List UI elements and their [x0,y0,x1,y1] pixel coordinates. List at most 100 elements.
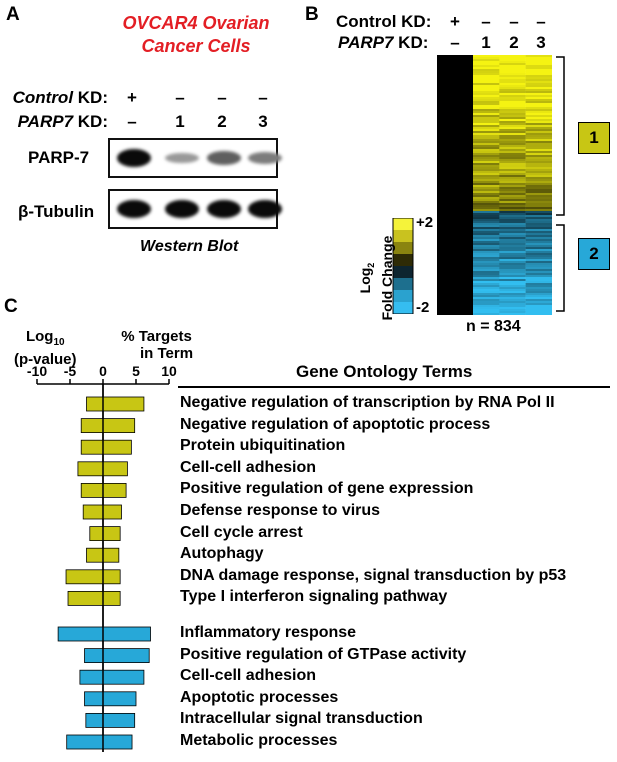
heatmap-cell [525,305,552,308]
heatmap-cell [525,213,552,216]
heatmap-cell [525,93,552,96]
heatmap-row [473,205,552,208]
percent-bar-7 [102,547,120,563]
heatmap-cell [473,89,500,92]
heatmap-cell [525,99,552,102]
heatmap-cell [473,69,500,72]
heatmap-cell [499,299,526,302]
heatmap-cell [525,253,552,256]
heatmap-cell [473,311,500,314]
heatmap-cell [525,67,552,70]
panel-a-title-line2: Cancer Cells [141,36,251,56]
percent-bar-5 [102,504,122,520]
percent-bar-15 [102,734,133,750]
heatmap-cell [473,143,500,146]
heatmap-row [473,55,552,58]
legend-fold-change: Fold Change [378,235,395,321]
panel-a-parp7-kd-label: PARP7 KD: [18,112,108,132]
heatmap-cell [473,251,500,254]
x-tick-label-0: -10 [27,363,47,379]
go-term-label-3: Cell-cell adhesion [180,458,317,476]
heatmap-cell [525,141,552,144]
heatmap-cell [525,245,552,248]
pvalue-bar-6 [89,526,104,542]
heatmap-cell [499,193,526,196]
legend-swatch-7 [393,302,413,314]
heatmap-cell [473,249,500,252]
heatmap-row [473,195,552,198]
heatmap-cell [473,175,500,178]
heatmap-cell [473,55,500,58]
heatmap-row [473,155,552,158]
heatmap-cell [525,175,552,178]
heatmap-cell [499,295,526,298]
heatmap-cell [525,181,552,184]
heatmap-cell [473,85,500,88]
heatmap-row [473,107,552,110]
heatmap-cell [473,195,500,198]
heatmap-cell [473,213,500,216]
heatmap-cell [473,221,500,224]
heatmap-row [473,313,552,315]
heatmap-cell [473,307,500,310]
percent-bar-6 [102,526,121,542]
heatmap-cell [525,155,552,158]
heatmap-cell [473,173,500,176]
heatmap-cell [473,231,500,234]
blot-parp7 [108,138,282,178]
heatmap-cell [473,237,500,240]
heatmap-cell [499,181,526,184]
heatmap-cell [525,211,552,214]
heatmap-cell [499,185,526,188]
heatmap-cell [525,243,552,246]
parp7-band-0 [117,149,151,167]
heatmap-cell [525,127,552,130]
heatmap-row [473,299,552,302]
left-axis-title-line1: Log10 [14,328,77,351]
heatmap-row [473,283,552,286]
heatmap-cell [473,135,500,138]
heatmap-cell [499,263,526,266]
b-parp7-mark-2: 2 [509,33,519,52]
heatmap-cell [525,71,552,74]
heatmap-cell [499,151,526,154]
pvalue-bar-2 [80,439,104,455]
heatmap-row [473,145,552,148]
pvalue-bar-4 [80,483,104,498]
heatmap-cell [525,261,552,264]
heatmap-cell [473,243,500,246]
heatmap-cell [473,167,500,170]
heatmap-cell [473,131,500,134]
heatmap-cell [499,95,526,98]
heatmap-cell [499,167,526,170]
heatmap-cell [473,107,500,110]
heatmap-cell [499,101,526,104]
heatmap-row [473,169,552,172]
heatmap-cell [525,219,552,222]
heatmap-cell [525,159,552,162]
heatmap-cell [525,237,552,240]
heatmap-cell [525,257,552,260]
heatmap-cell [525,131,552,134]
x-tick-label-4: 10 [161,363,177,379]
a-control-mark-3: – [258,88,268,107]
percent-bar-10 [102,626,151,642]
heatmap-row [473,207,552,210]
heatmap-cell [499,117,526,120]
legend-swatch-4 [393,266,413,278]
heatmap-row [473,273,552,276]
heatmap-cell [499,165,526,168]
b-parp7-mark-0: – [450,33,460,52]
heatmap-cell [525,169,552,172]
heatmap-cell [525,295,552,298]
heatmap-cell [525,103,552,106]
a-control-mark-1: – [175,88,185,107]
heatmap-cell [499,65,526,68]
heatmap-cell [499,159,526,162]
heatmap-row [473,233,552,236]
heatmap-row [473,143,552,146]
heatmap-cell [473,127,500,130]
heatmap-cell [525,307,552,310]
go-term-label-11: Positive regulation of GTPase activity [180,645,467,663]
heatmap-cell [473,159,500,162]
